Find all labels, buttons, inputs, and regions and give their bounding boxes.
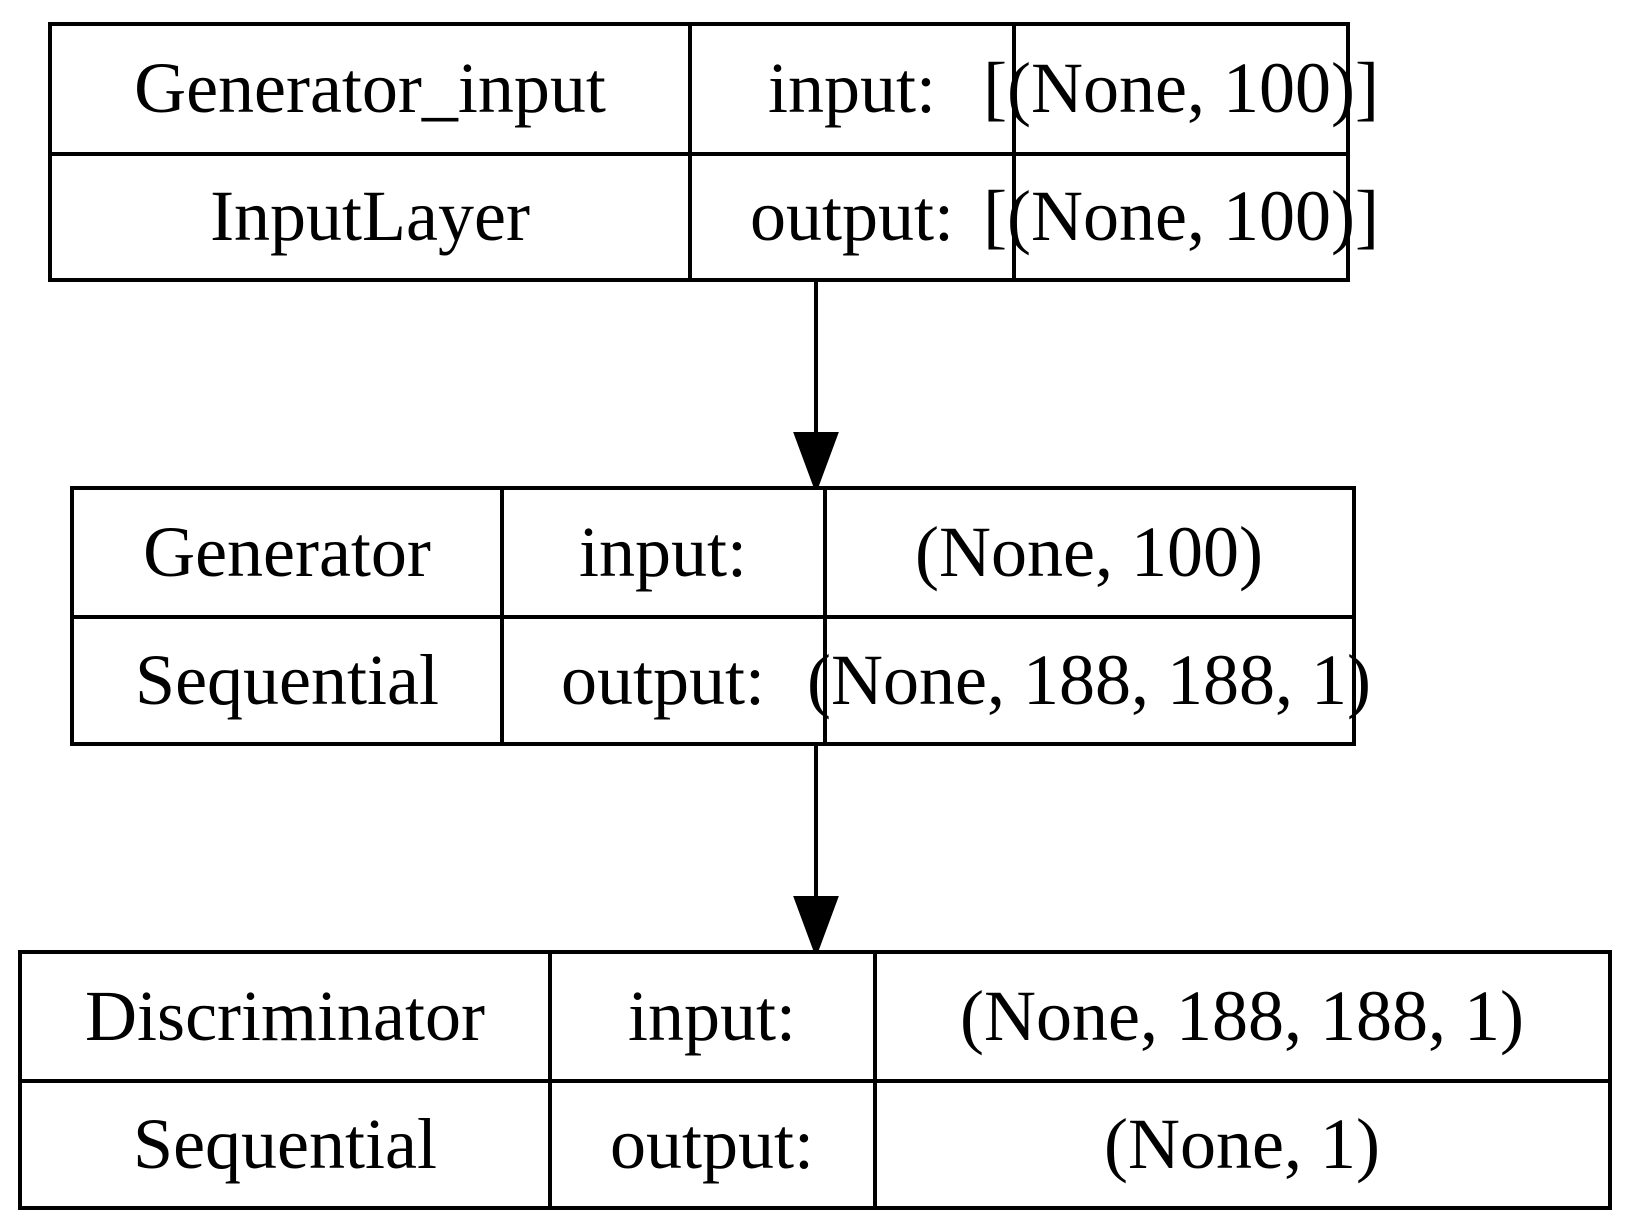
arrowhead-icon	[793, 896, 839, 958]
output-label: output:	[610, 1104, 814, 1184]
input-shape: (None, 100)	[915, 512, 1263, 592]
node-generator-input: Generator_input InputLayer input: output…	[48, 22, 1379, 282]
input-shape: [(None, 100)]	[983, 48, 1379, 128]
input-label: input:	[579, 512, 747, 592]
input-label: input:	[768, 48, 936, 128]
layer-type: Sequential	[135, 640, 439, 720]
layer-name: Generator_input	[134, 48, 606, 128]
arrowhead-icon	[793, 432, 839, 494]
layer-name: Discriminator	[85, 976, 485, 1056]
edge-generator-input-to-generator	[793, 280, 839, 494]
output-shape: (None, 1)	[1104, 1104, 1380, 1184]
layer-type: InputLayer	[210, 176, 530, 256]
output-label: output:	[750, 176, 954, 256]
input-label: input:	[628, 976, 796, 1056]
node-generator: Generator Sequential input: output: (Non…	[70, 486, 1371, 746]
input-shape: (None, 188, 188, 1)	[960, 976, 1524, 1056]
output-shape: [(None, 100)]	[983, 176, 1379, 256]
edge-generator-to-discriminator	[793, 744, 839, 958]
layer-type: Sequential	[133, 1104, 437, 1184]
node-discriminator: Discriminator Sequential input: output: …	[18, 950, 1612, 1210]
layer-name: Generator	[143, 512, 431, 592]
output-shape: (None, 188, 188, 1)	[807, 640, 1371, 720]
output-label: output:	[561, 640, 765, 720]
